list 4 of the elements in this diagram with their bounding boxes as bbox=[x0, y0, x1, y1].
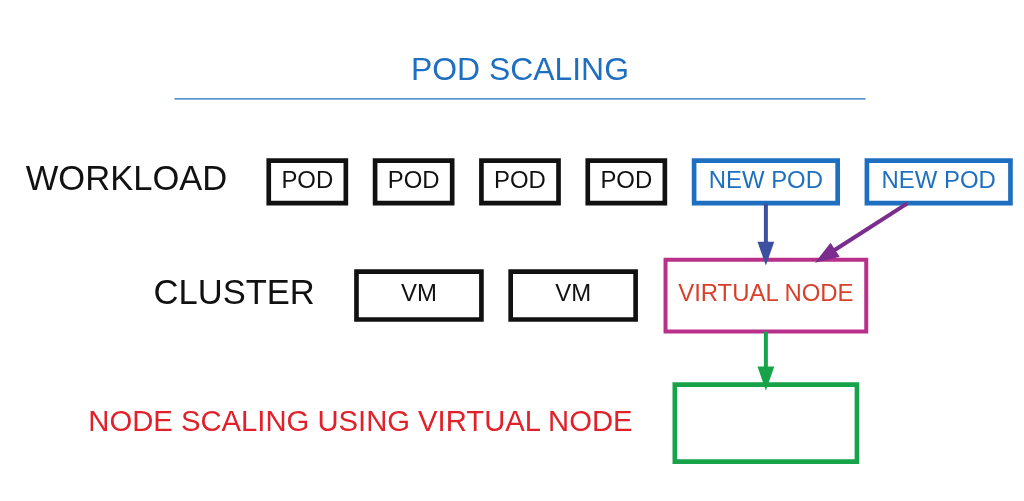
label: POD SCALING bbox=[410, 50, 629, 87]
label: CLUSTER bbox=[153, 272, 315, 311]
label: NODE SCALING USING VIRTUAL NODE bbox=[88, 404, 633, 437]
label: WORKLOAD bbox=[25, 158, 228, 197]
